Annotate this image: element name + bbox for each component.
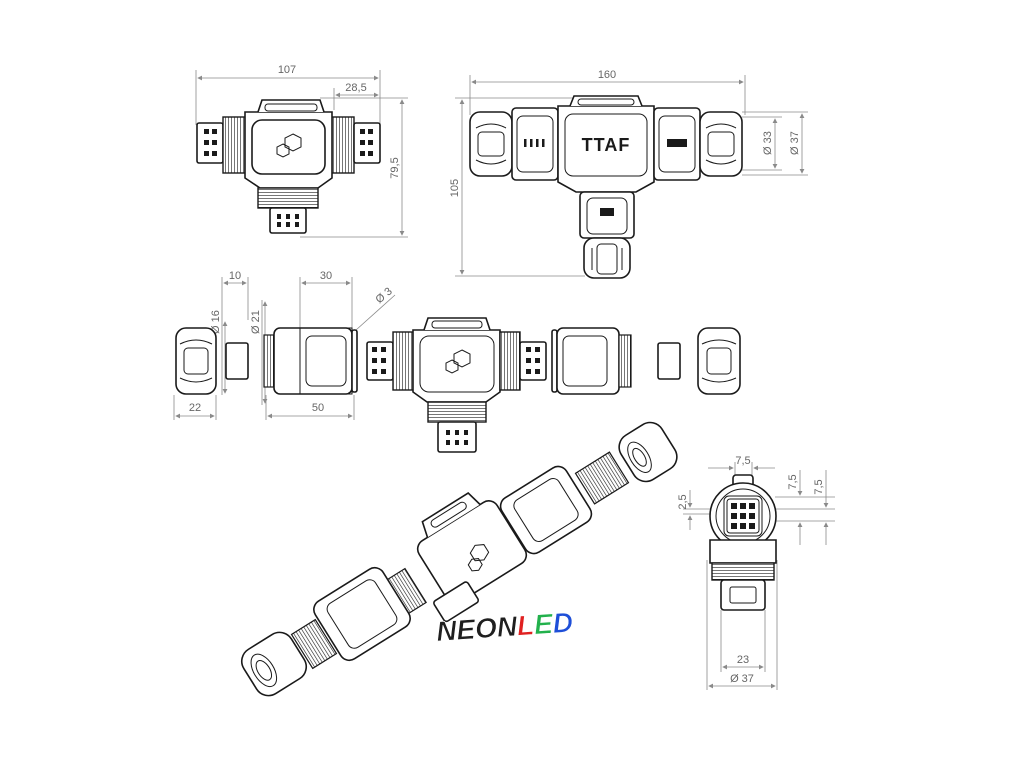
brand-segment-l: L xyxy=(516,609,535,641)
dim-seal-len-10: 10 xyxy=(229,270,241,282)
dim-seal-dia-21: Ø 21 xyxy=(250,310,262,334)
top-left-view: 107 28,5 79,5 xyxy=(195,64,408,238)
center-logo-text: TTAF xyxy=(582,135,631,155)
dim-outer-dia-37: Ø 37 xyxy=(730,673,754,685)
dim-dia-33: Ø 33 xyxy=(762,131,774,155)
dim-half-width: 28,5 xyxy=(345,82,366,94)
dim-ring-dia-3: Ø 3 xyxy=(373,285,394,306)
brand-segment-neon: NEON xyxy=(435,610,519,647)
dim-width-160: 160 xyxy=(598,69,616,81)
brand-wordmark: NEONLED xyxy=(435,607,574,647)
dim-nut-len-22: 22 xyxy=(189,402,201,414)
dim-pitch-right-a: 7,5 xyxy=(787,474,799,489)
dim-height-105: 105 xyxy=(449,179,461,197)
dim-dia-37: Ø 37 xyxy=(789,131,801,155)
dim-pitch-top: 7,5 xyxy=(735,455,750,467)
dim-nut-dia-16: Ø 16 xyxy=(210,310,222,334)
dim-pin-offset: 2,5 xyxy=(677,494,689,509)
dim-total-len-50: 50 xyxy=(312,402,324,414)
isometric-view xyxy=(240,421,678,697)
end-view: 7,5 7,5 7,5 2,5 23 Ø 37 xyxy=(677,455,835,690)
dim-body-len-30: 30 xyxy=(320,270,332,282)
dim-width-23: 23 xyxy=(737,654,749,666)
brand-segment-d: D xyxy=(552,607,574,639)
dim-height-79-5: 79,5 xyxy=(389,157,401,178)
brand-logo: NEONLED xyxy=(435,606,574,647)
top-right-view: 160 105 Ø 33 Ø 37 TTAF xyxy=(449,69,808,279)
dim-pitch-right-b: 7,5 xyxy=(813,479,825,494)
dim-width-107: 107 xyxy=(278,64,296,76)
brand-segment-e: E xyxy=(533,608,555,640)
